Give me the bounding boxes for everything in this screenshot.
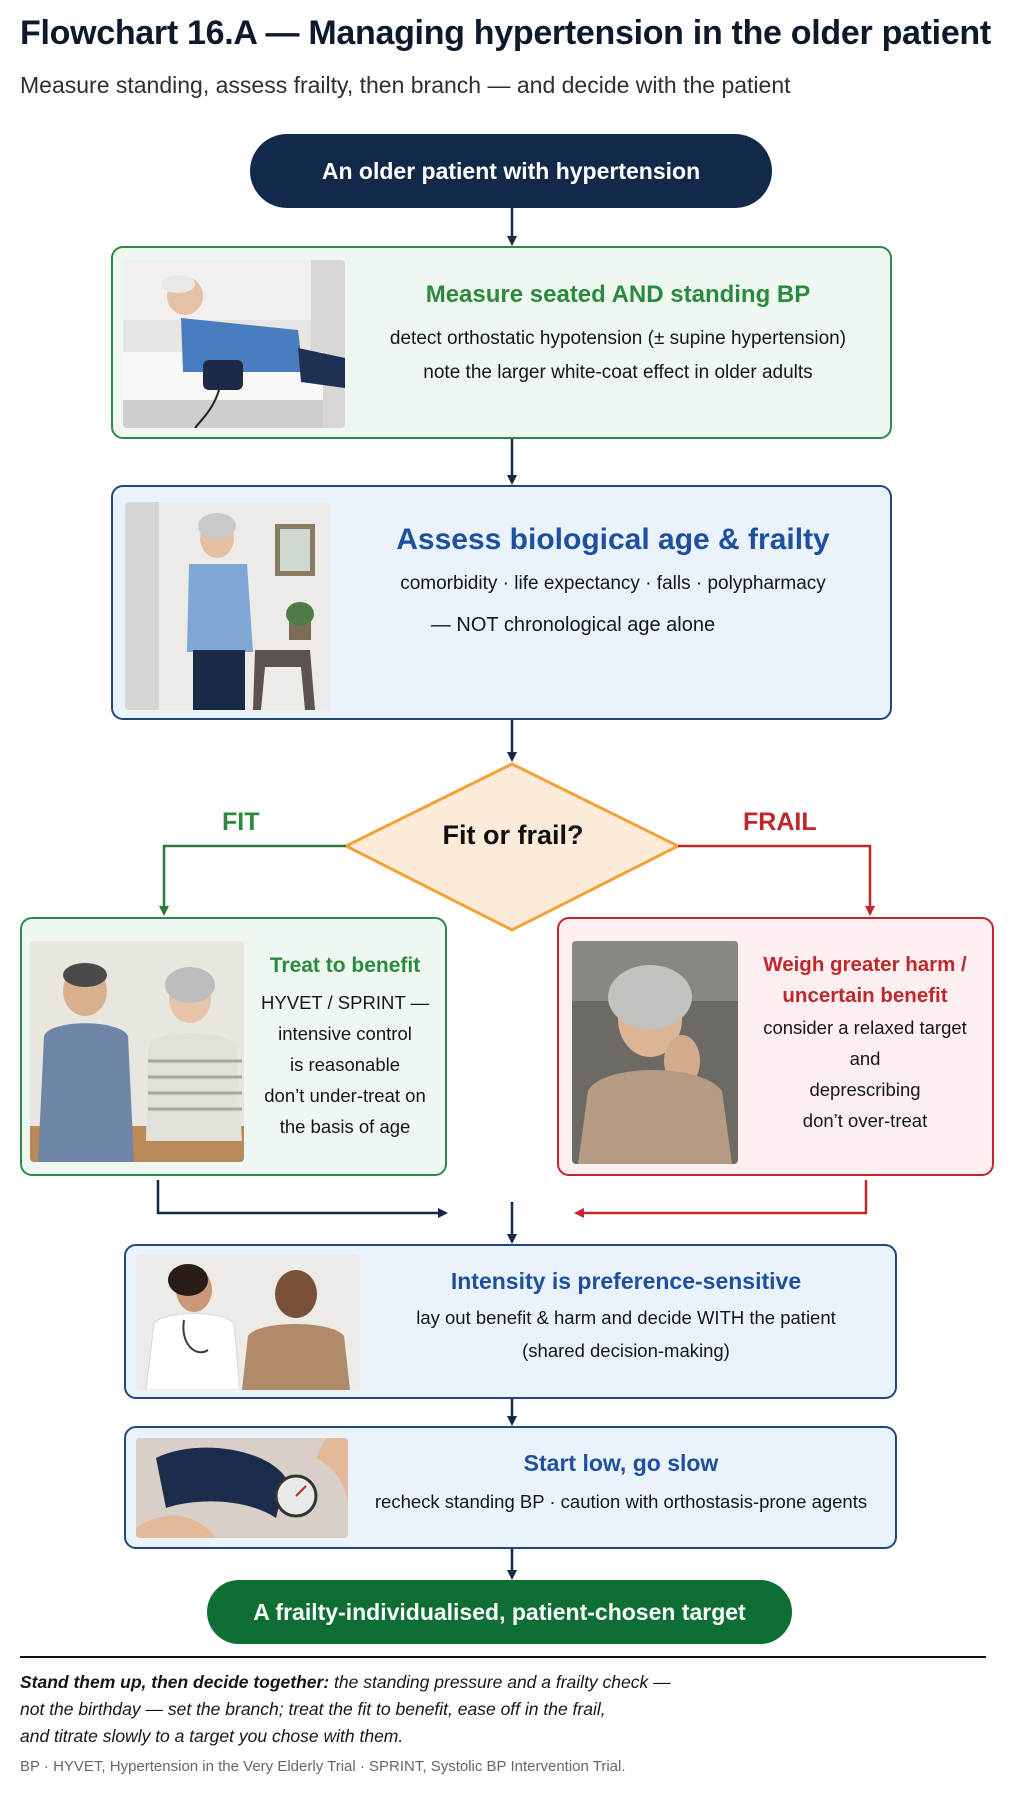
frail-line-3: deprescribing (809, 1079, 921, 1100)
footer-lead: Stand them up, then decide together: (20, 1672, 330, 1692)
frail-line-2: and (849, 1048, 881, 1069)
assess-frailty-box: Assess biological age & frailty comorbid… (111, 485, 892, 720)
fit-treatment-box: Treat to benefit HYVET / SPRINT — intens… (20, 917, 447, 1176)
page-subtitle: Measure standing, assess frailty, then b… (20, 72, 791, 98)
footer-divider (20, 1656, 986, 1658)
photo-frail-woman (572, 941, 738, 1164)
frail-heading-line-2: uncertain benefit (782, 984, 948, 1007)
decision-diamond (342, 762, 682, 932)
intensity-line-1: lay out benefit & harm and decide WITH t… (416, 1307, 836, 1328)
measure-bp-box: Measure seated AND standing BP detect or… (111, 246, 892, 439)
frail-lines: consider a relaxed target and deprescrib… (745, 1012, 985, 1136)
start-node: An older patient with hypertension (250, 134, 772, 208)
intensity-box: Intensity is preference-sensitive lay ou… (124, 1244, 897, 1399)
footer-summary: Stand them up, then decide together: the… (20, 1669, 760, 1750)
fit-line-5: the basis of age (279, 1116, 411, 1137)
footer-line-2: not the birthday — set the branch; treat… (20, 1699, 606, 1719)
footer-line-3: and titrate slowly to a target you chose… (20, 1726, 404, 1746)
frail-branch-label: FRAIL (743, 808, 817, 836)
assess-line-1: comorbidity · life expectancy · falls · … (400, 573, 826, 594)
abbreviations-note: BP · HYVET, Hypertension in the Very Eld… (20, 1758, 626, 1775)
page-title: Flowchart 16.A — Managing hypertension i… (20, 14, 991, 52)
photo-bp-cuff (136, 1438, 348, 1538)
arrow-fit-merge (156, 1180, 448, 1218)
frail-heading-line-1: Weigh greater harm / (763, 953, 967, 976)
arrow-frail-merge (574, 1180, 868, 1218)
start-low-line-1: recheck standing BP · caution with ortho… (374, 1491, 868, 1512)
frail-heading: Weigh greater harm / uncertain benefit (745, 949, 985, 1011)
fit-line-2: intensive control (278, 1023, 412, 1044)
measure-heading: Measure seated AND standing BP (425, 281, 811, 308)
photo-woman-standing (125, 502, 329, 710)
fit-lines: HYVET / SPRINT — intensive control is re… (240, 987, 450, 1142)
frail-line-1: consider a relaxed target (763, 1017, 967, 1038)
photo-couple-talking (30, 941, 244, 1162)
fit-line-4: don’t under-treat on (264, 1085, 426, 1106)
intensity-line-2: (shared decision-making) (522, 1340, 730, 1361)
frail-treatment-box: Weigh greater harm / uncertain benefit c… (557, 917, 994, 1176)
fit-heading: Treat to benefit (269, 954, 421, 977)
start-low-box: Start low, go slow recheck standing BP ·… (124, 1426, 897, 1549)
end-node: A frailty-individualised, patient-chosen… (207, 1580, 792, 1644)
assess-heading: Assess biological age & frailty (396, 523, 830, 556)
fit-line-1: HYVET / SPRINT — (261, 992, 429, 1013)
photo-doctor-patient (136, 1254, 360, 1390)
measure-line-2: note the larger white-coat effect in old… (423, 362, 813, 383)
frail-line-4: don’t over-treat (802, 1110, 928, 1131)
start-low-heading: Start low, go slow (523, 1450, 719, 1476)
decision-question: Fit or frail? (442, 820, 584, 850)
footer-line-1: the standing pressure and a frailty chec… (329, 1672, 671, 1692)
photo-patient-lying-bp (123, 260, 345, 428)
measure-line-1: detect orthostatic hypotension (± supine… (389, 328, 847, 349)
arrow-fit-branch (159, 844, 346, 916)
arrow-frail-branch (678, 844, 875, 916)
fit-line-3: is reasonable (289, 1054, 401, 1075)
intensity-heading: Intensity is preference-sensitive (450, 1268, 802, 1294)
assess-line-2: — NOT chronological age alone (430, 614, 716, 636)
fit-branch-label: FIT (222, 808, 260, 836)
